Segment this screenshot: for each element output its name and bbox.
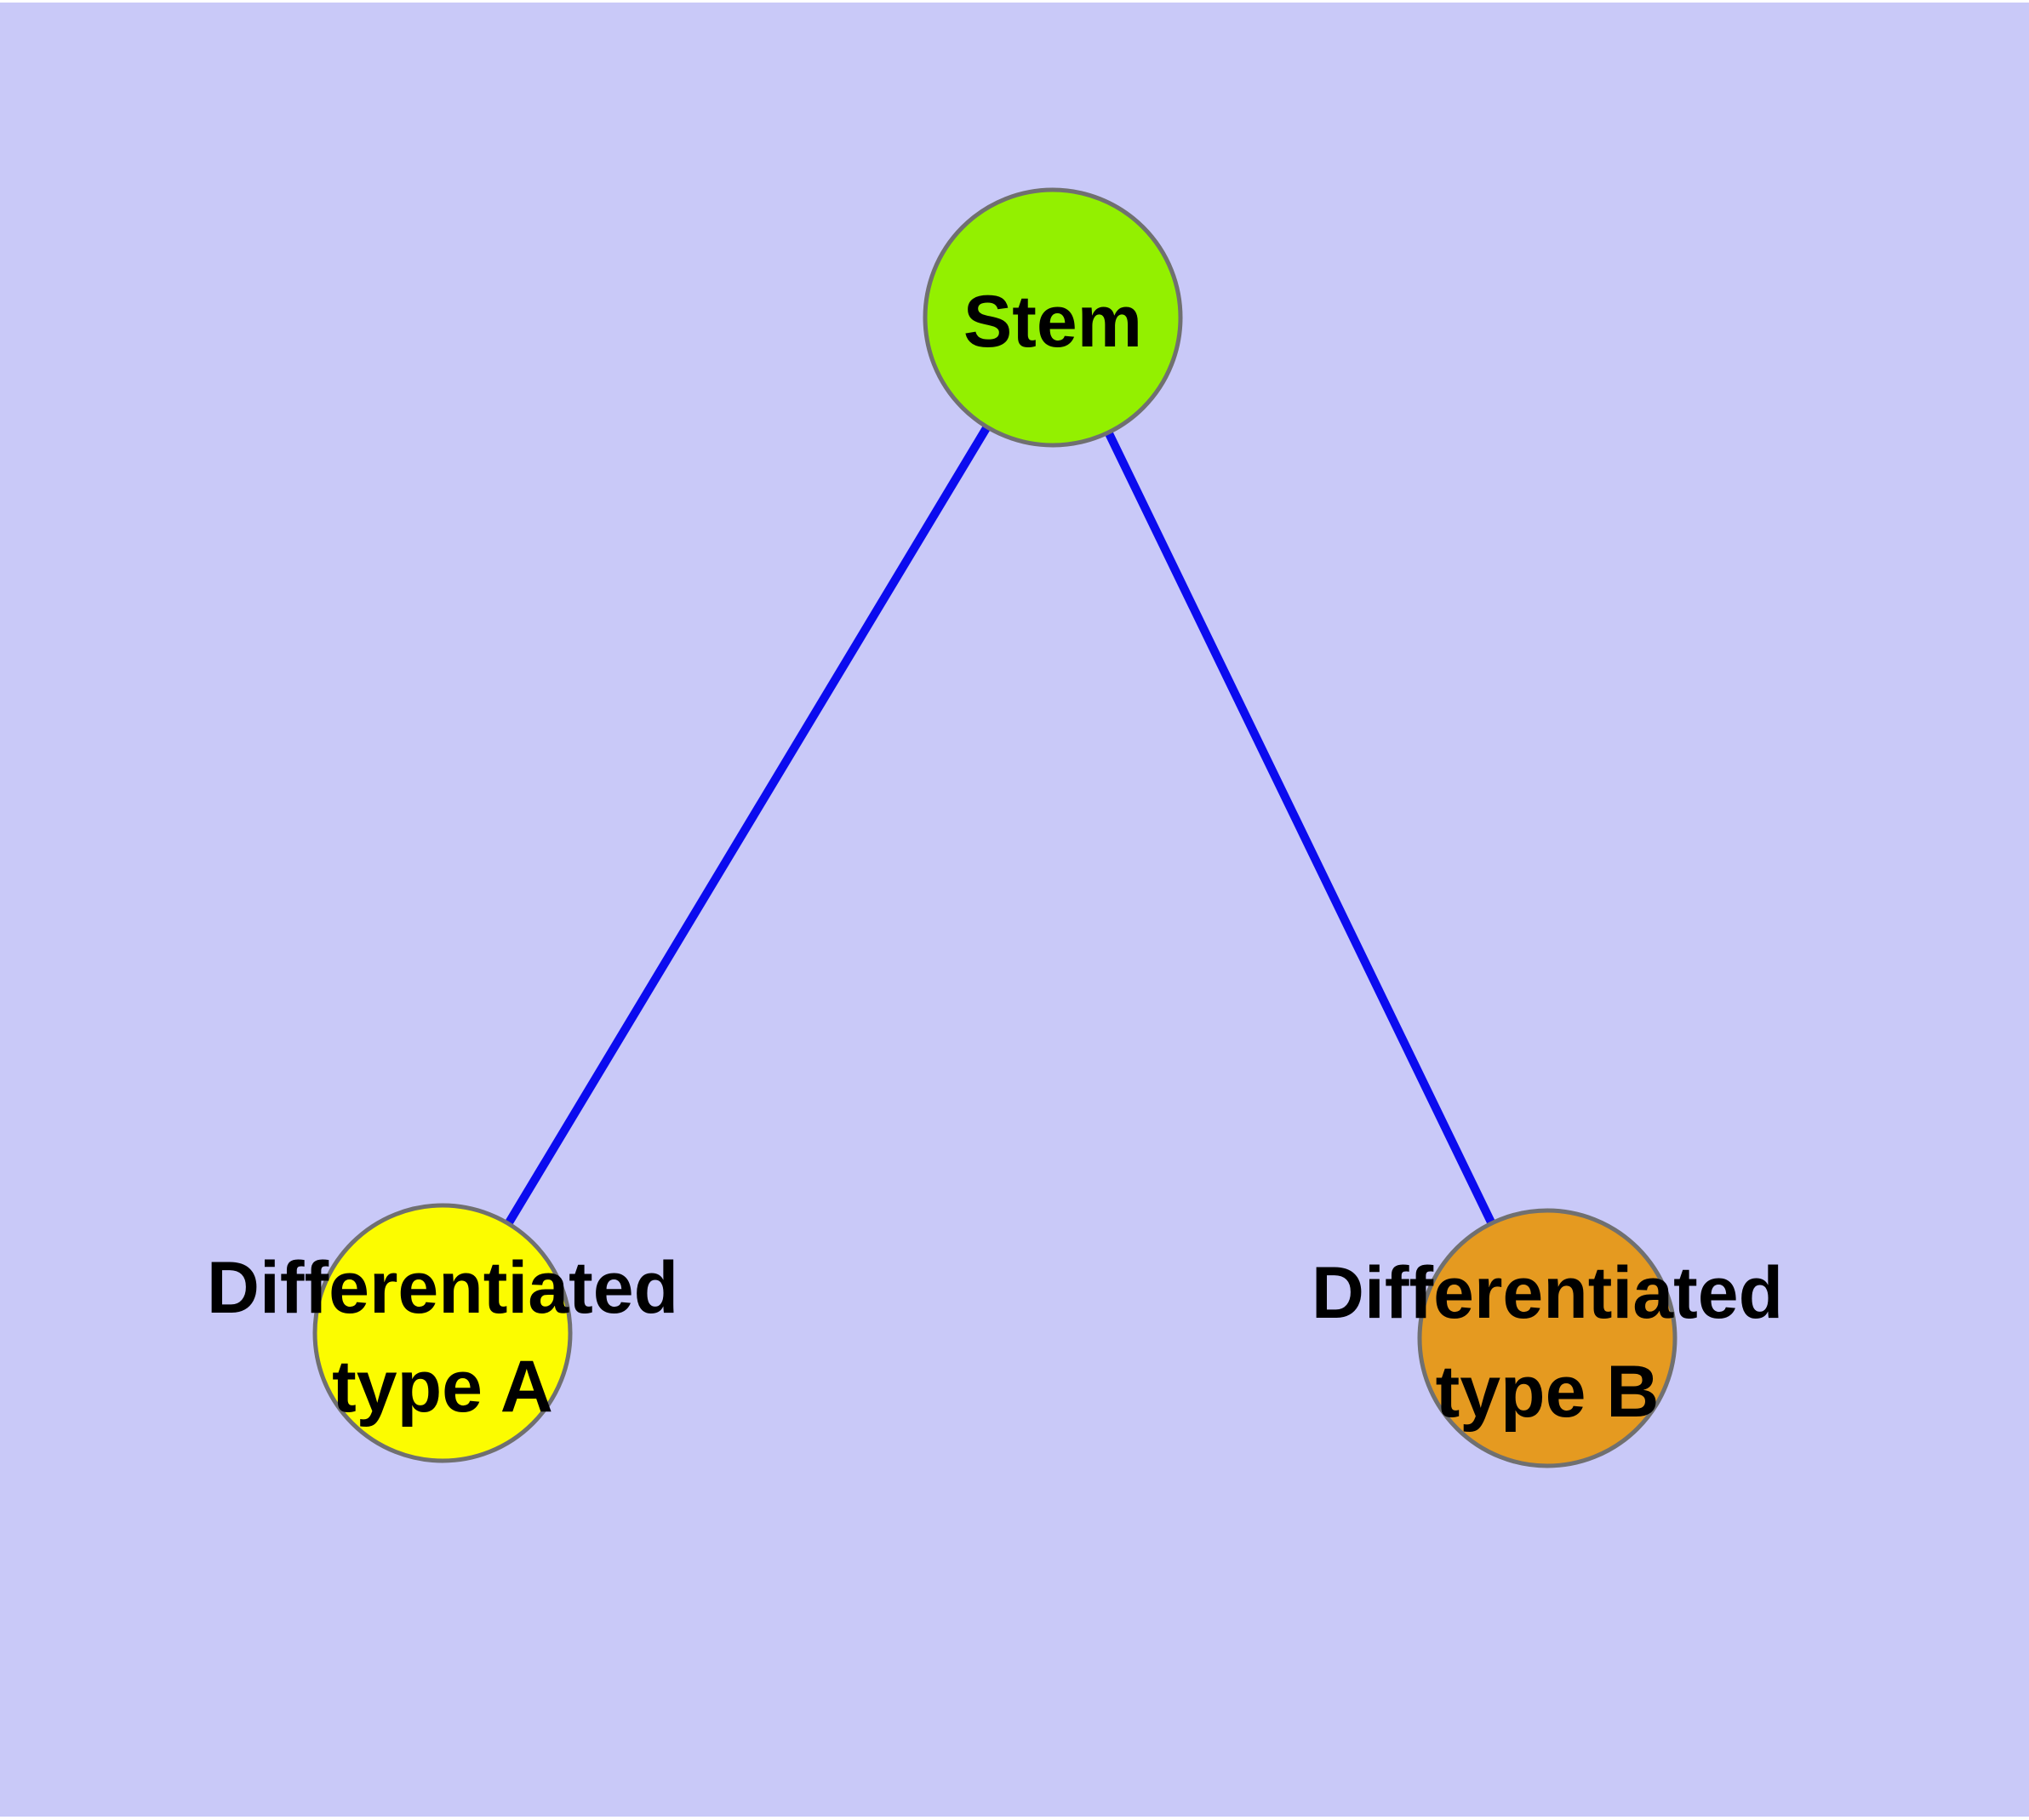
edge-stem-to-differentiated-type-b	[1049, 315, 1552, 1341]
node-differentiated-type-a	[312, 1203, 573, 1463]
node-label-differentiated-type-a: Differentiated type A	[207, 1247, 678, 1428]
node-label-line: Differentiated	[207, 1247, 678, 1329]
node-label-line: type A	[332, 1346, 553, 1428]
node-label-differentiated-type-b: Differentiated type B	[1312, 1252, 1783, 1433]
edge-stem-to-differentiated-type-a	[438, 315, 1057, 1336]
node-label-line: Stem	[963, 281, 1142, 363]
node-label-line: Differentiated	[1312, 1252, 1783, 1334]
node-label-line: type B	[1436, 1351, 1660, 1433]
node-label-stem: Stem	[963, 281, 1142, 363]
node-differentiated-type-b	[1417, 1208, 1677, 1468]
node-stem	[923, 187, 1183, 448]
